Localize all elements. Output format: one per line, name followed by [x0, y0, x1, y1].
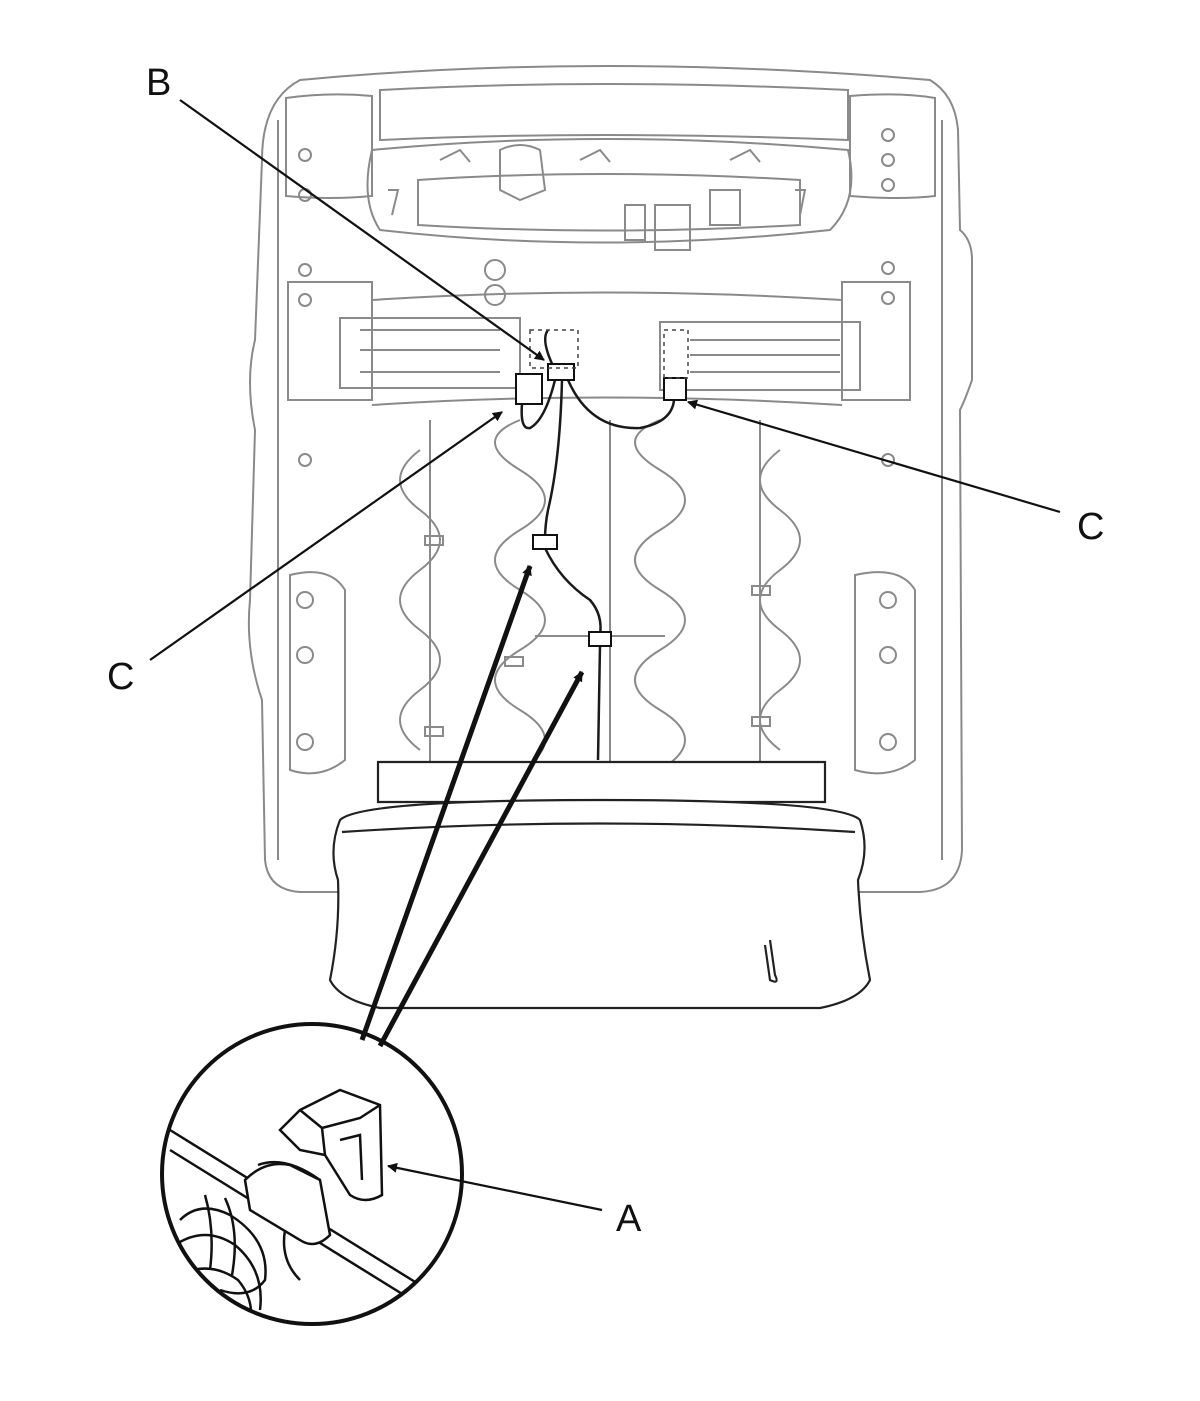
- inset-arrows: [359, 565, 585, 1048]
- leader-c-right: [687, 399, 1061, 514]
- seat-frame-outline: [247, 65, 973, 893]
- wire-connectors: [515, 363, 687, 647]
- inset-arrow-right: [377, 670, 585, 1048]
- callout-c-right: C: [1077, 506, 1105, 548]
- clip-detail-inset: [160, 1022, 464, 1326]
- leader-c-left: [149, 411, 503, 661]
- inset-arrow-left: [359, 565, 533, 1041]
- leader-lines: [149, 99, 1061, 1212]
- callout-a: A: [616, 1198, 642, 1240]
- leader-b: [179, 99, 545, 361]
- callout-b: B: [146, 62, 172, 104]
- front-bolster: [328, 760, 872, 1010]
- leader-a: [387, 1162, 603, 1212]
- callout-c-left: C: [107, 656, 135, 698]
